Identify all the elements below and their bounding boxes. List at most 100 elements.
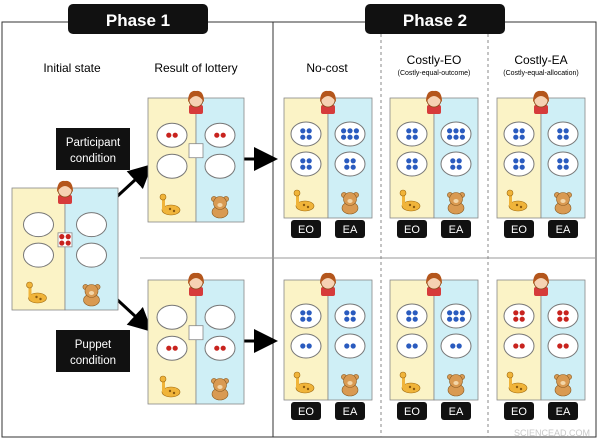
- giraffe-spot: [39, 297, 42, 301]
- giraffe-spot: [515, 203, 519, 207]
- bear-muzzle: [347, 381, 353, 385]
- girl-hair: [426, 272, 442, 284]
- plate: [76, 212, 107, 238]
- bear-muzzle: [88, 291, 95, 295]
- ea-badge: EA: [335, 220, 365, 238]
- bear-icon: [341, 192, 359, 215]
- participant-condition-label: Participant condition: [56, 128, 130, 170]
- plate: [503, 121, 535, 147]
- dot: [344, 310, 350, 316]
- dot: [344, 164, 350, 170]
- dot: [563, 310, 569, 316]
- girl-body: [189, 105, 203, 114]
- eo-badge: EO: [504, 402, 534, 420]
- plate: [156, 153, 188, 179]
- bear-muzzle: [453, 381, 459, 385]
- plate: [156, 122, 188, 148]
- dot: [412, 316, 418, 322]
- dot: [300, 158, 306, 164]
- eo-badge: EO: [291, 220, 321, 238]
- dot: [344, 316, 350, 322]
- dot: [513, 164, 519, 170]
- giraffe-head: [159, 375, 167, 383]
- lottery-bottom-panel: [147, 272, 245, 405]
- dot: [412, 134, 418, 140]
- dot: [563, 316, 569, 322]
- dot: [306, 316, 312, 322]
- dot: [300, 164, 306, 170]
- eo-badge: EO: [504, 220, 534, 238]
- plate: [204, 304, 236, 330]
- giraffe-icon: [159, 375, 181, 398]
- plate: [334, 333, 366, 359]
- ea-badge: EA: [335, 402, 365, 420]
- plate: [503, 333, 535, 359]
- eo-badge: EO: [397, 402, 427, 420]
- giraffe-head: [506, 189, 514, 197]
- dot: [406, 310, 412, 316]
- dot: [453, 316, 459, 322]
- giraffe-icon: [399, 371, 421, 394]
- dot: [557, 158, 563, 164]
- giraffe-head: [159, 193, 167, 201]
- badge-bg: [441, 220, 471, 238]
- giraffe-spot: [168, 389, 172, 393]
- dot: [557, 310, 563, 316]
- dot: [166, 345, 172, 351]
- badge-bg: [441, 402, 471, 420]
- badge-bg: [335, 220, 365, 238]
- girl-icon: [320, 90, 336, 114]
- giraffe-icon: [399, 189, 421, 212]
- dot: [513, 343, 519, 349]
- ea-badge: EA: [441, 220, 471, 238]
- dot: [557, 164, 563, 170]
- giraffe-neck: [28, 286, 32, 298]
- dot: [59, 240, 65, 246]
- dot: [300, 134, 306, 140]
- giraffe-spot: [412, 387, 416, 391]
- giraffe-neck: [509, 376, 512, 388]
- costly-ea-subtitle: (Costly-equal-allocation): [503, 70, 578, 77]
- badge-label: EA: [449, 406, 464, 418]
- dot: [306, 310, 312, 316]
- girl-hair: [188, 272, 204, 284]
- badge-label: EA: [449, 224, 464, 236]
- dot: [406, 316, 412, 322]
- girl-hair: [426, 90, 442, 102]
- dot: [459, 316, 465, 322]
- costly-ea-bottom-panel: EO EA: [496, 272, 586, 420]
- dot: [350, 310, 356, 316]
- dot: [456, 164, 462, 170]
- dot: [353, 134, 359, 140]
- dot: [65, 234, 71, 240]
- giraffe-spot: [515, 385, 519, 389]
- badge-bg: [548, 402, 578, 420]
- dot: [513, 128, 519, 134]
- badge-label: EA: [556, 406, 571, 418]
- dot: [59, 234, 65, 240]
- plate: [204, 153, 236, 179]
- costly-eo-title: Costly-EO: [407, 53, 462, 67]
- dot: [519, 158, 525, 164]
- badge-label: EO: [404, 406, 420, 418]
- badge-bg: [291, 402, 321, 420]
- plate: [396, 121, 428, 147]
- phase2-label: Phase 2: [403, 11, 467, 30]
- giraffe-spot: [302, 203, 306, 207]
- plate: [334, 121, 366, 147]
- giraffe-icon: [506, 371, 528, 394]
- dot: [300, 316, 306, 322]
- dot: [306, 128, 312, 134]
- giraffe-spot: [172, 209, 176, 213]
- bear-muzzle: [217, 203, 223, 207]
- phase2-header: Phase 2: [365, 4, 505, 34]
- plate: [204, 335, 236, 361]
- phase1-header: Phase 1: [68, 4, 208, 34]
- girl-hair: [320, 90, 336, 102]
- dot: [406, 158, 412, 164]
- giraffe-spot: [35, 295, 38, 299]
- dot: [347, 128, 353, 134]
- giraffe-icon: [159, 193, 181, 216]
